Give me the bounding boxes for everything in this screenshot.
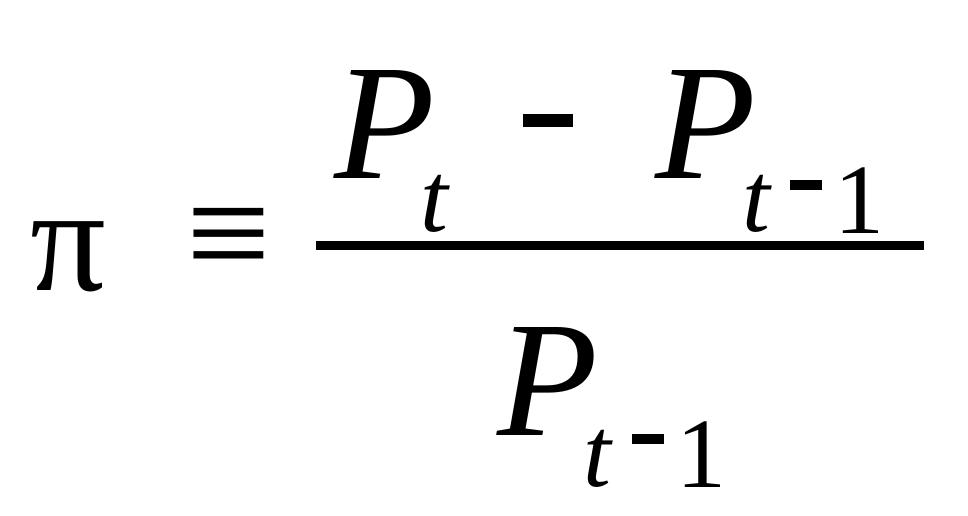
pi-symbol: π [30,157,106,323]
numerator-second-subscript-one: 1 [834,144,884,255]
denominator-subscript-one: 1 [676,398,726,509]
denominator-subscript-minus: - [632,434,664,444]
numerator-second-p: P [655,31,756,214]
denominator-subscript-t: t [583,397,611,508]
equivalence-symbol: ≡ [186,150,271,316]
fraction-bar [316,241,924,250]
numerator-second-subscript-t: t [742,142,770,253]
numerator-first-subscript: t [420,142,448,253]
numerator-second-subscript-minus: - [790,180,822,190]
numerator-first-p: P [334,31,435,214]
numerator-minus-sign: - [523,114,573,127]
denominator-p: P [497,288,598,471]
